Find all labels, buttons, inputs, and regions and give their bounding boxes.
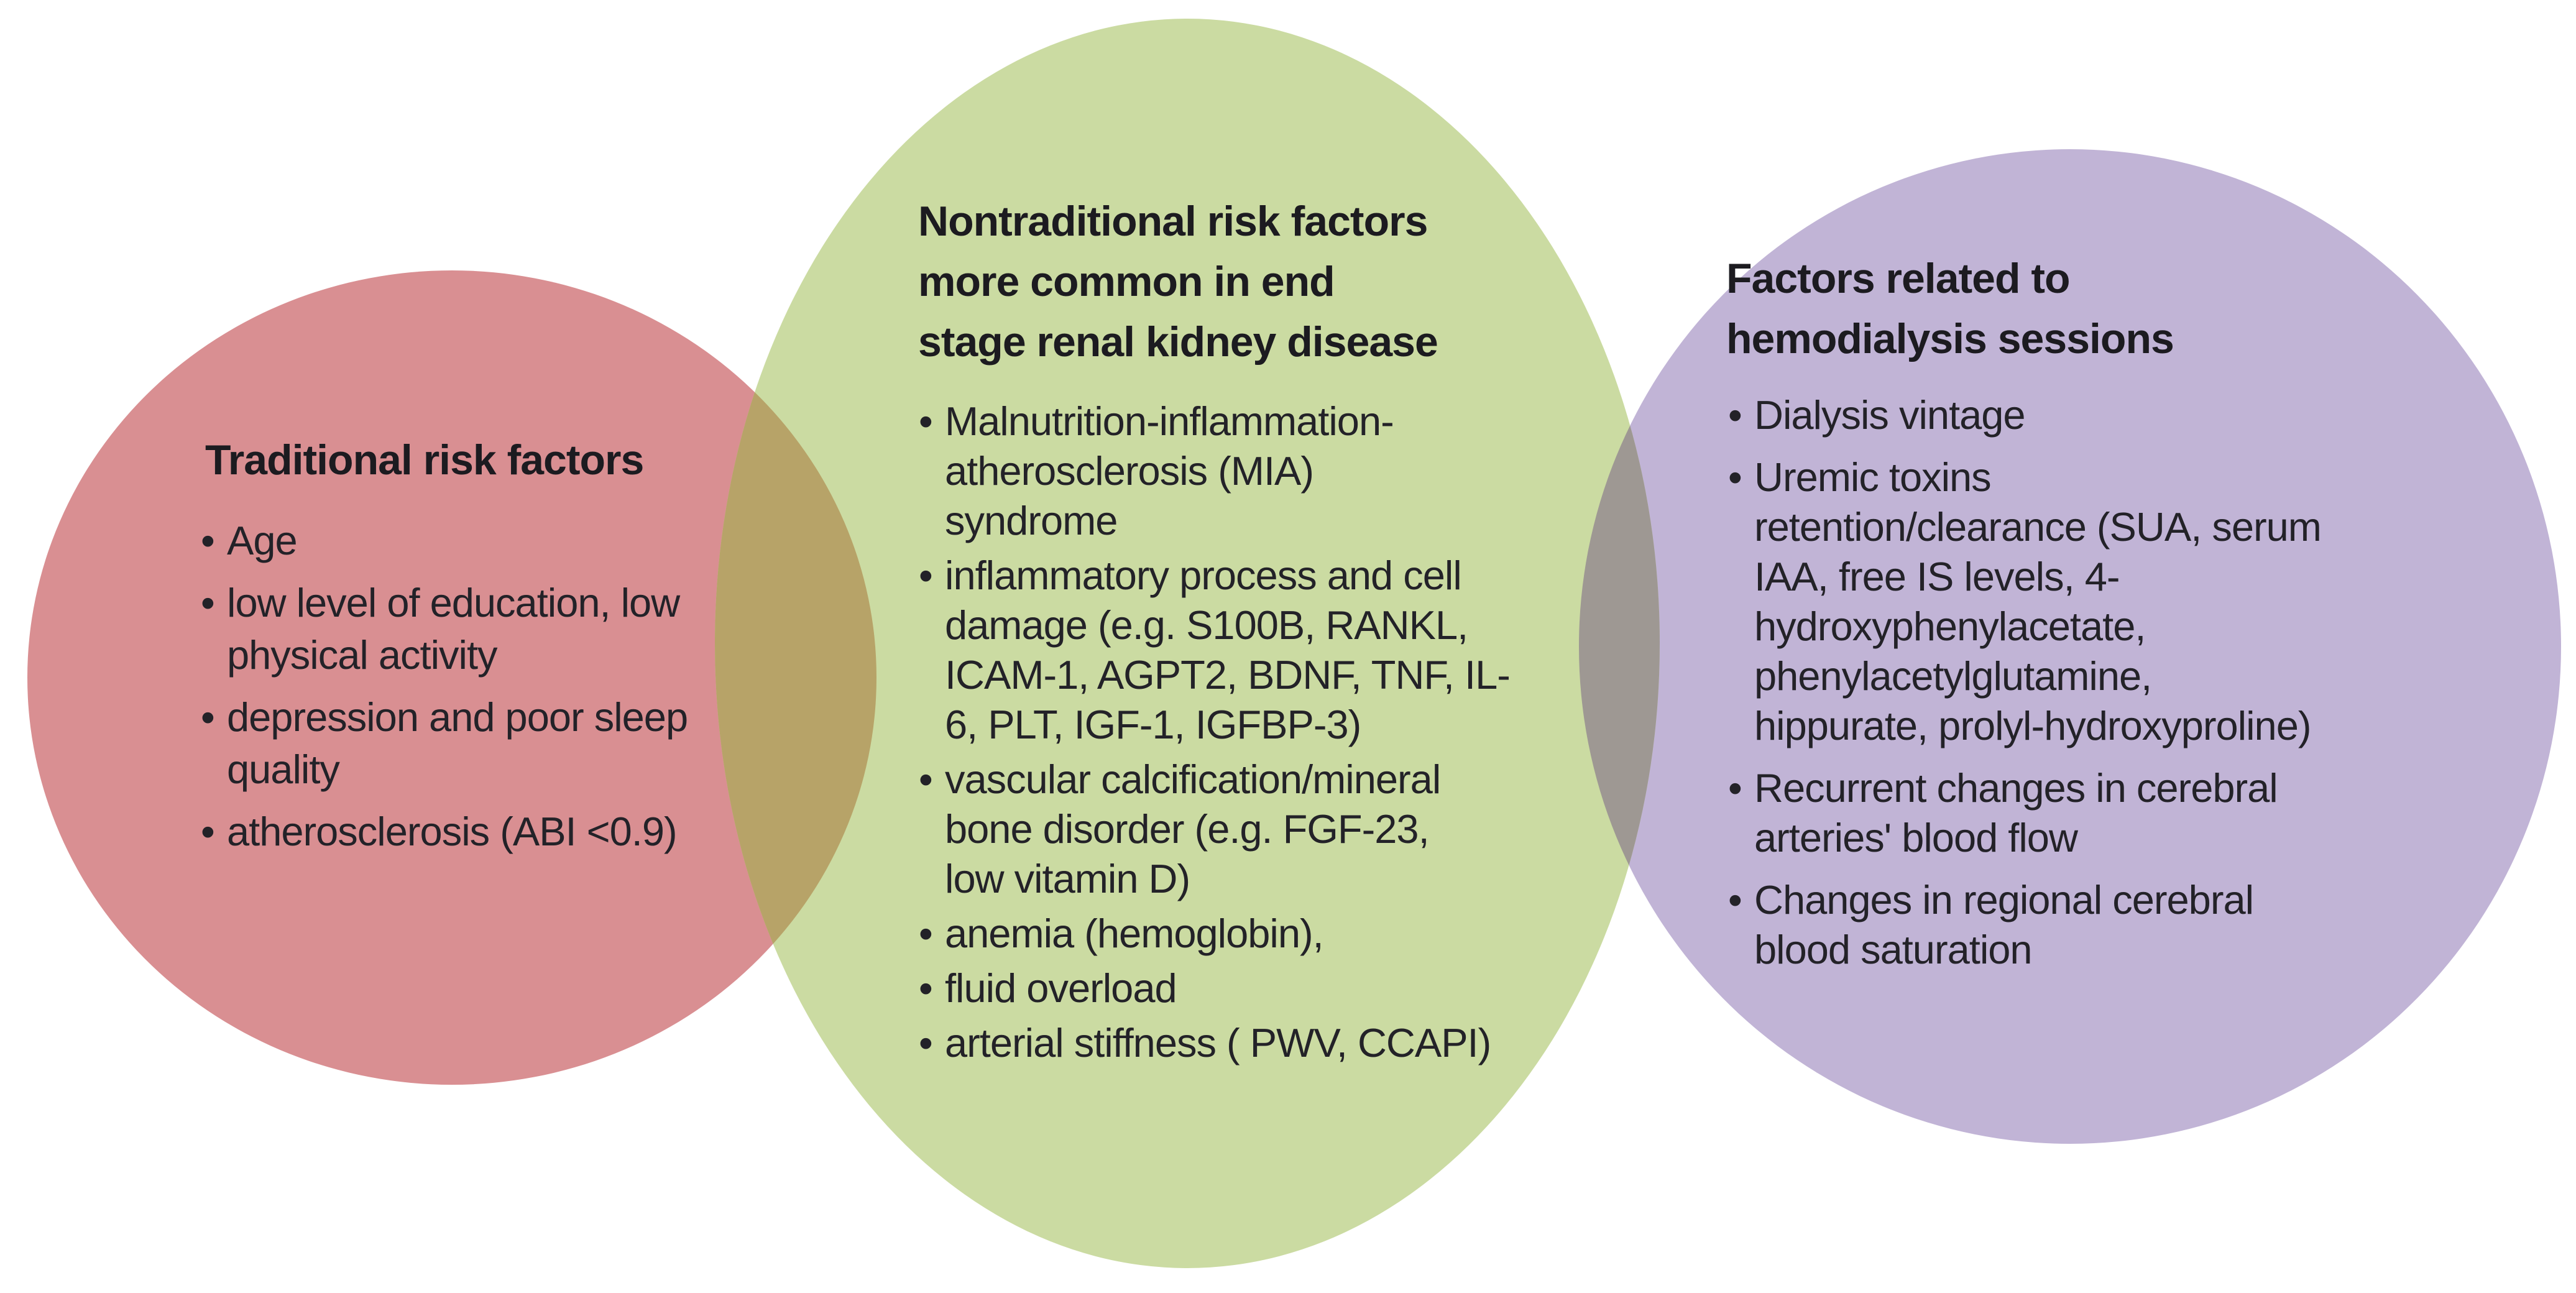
list-item-text: Malnutrition-inflammation- atheroscleros… [945, 398, 1394, 543]
traditional-list-item: • Age [201, 515, 829, 567]
traditional-list-item: • depression and poor sleep quality [201, 691, 829, 796]
list-item-text: Uremic toxins retention/clearance (SUA, … [1754, 454, 2322, 748]
hemodialysis-list-item: • Recurrent changes in cerebral arteries'… [1728, 763, 2493, 863]
nontraditional-list-item: • vascular calcification/mineral bone dis… [919, 755, 1615, 904]
list-item-text: anemia (hemoglobin), [945, 911, 1324, 956]
list-item-text: Age [227, 518, 298, 563]
list-item-text: Changes in regional cerebral blood satur… [1754, 877, 2254, 972]
nontraditional-list-item: • inflammatory process and cell damage (e… [919, 551, 1615, 750]
traditional-list-item: • low level of education, low physical ac… [201, 577, 829, 681]
bullet-icon: • [1728, 877, 1742, 923]
nontraditional-circle-list: • Malnutrition-inflammation- atherosclero… [919, 397, 1615, 1073]
bullet-icon: • [919, 965, 933, 1011]
bullet-icon: • [919, 757, 933, 802]
nontraditional-list-item: • arterial stiffness ( PWV, CCAPI) [919, 1018, 1615, 1068]
list-item-text: vascular calcification/mineral bone diso… [945, 757, 1441, 901]
list-item-text: inflammatory process and cell damage (e.… [945, 553, 1511, 747]
list-item-text: low level of education, low physical act… [227, 580, 680, 678]
list-item-text: arterial stiffness ( PWV, CCAPI) [945, 1020, 1491, 1065]
bullet-icon: • [1728, 392, 1742, 438]
list-item-text: fluid overload [945, 965, 1177, 1011]
nontraditional-list-item: • anemia (hemoglobin), [919, 909, 1615, 959]
bullet-icon: • [919, 553, 933, 598]
hemodialysis-circle-list: • Dialysis vintage • Uremic toxins retentio… [1728, 390, 2493, 987]
hemodialysis-list-item: • Uremic toxins retention/clearance (SUA,… [1728, 453, 2493, 751]
nontraditional-circle [715, 19, 1660, 1268]
hemodialysis-list-item: • Changes in regional cerebral blood satu… [1728, 875, 2493, 975]
list-item-text: Recurrent changes in cerebral arteries' … [1754, 765, 2278, 860]
bullet-icon: • [1728, 454, 1742, 500]
hemodialysis-circle [1579, 149, 2561, 1144]
hemodialysis-list-item: • Dialysis vintage [1728, 390, 2493, 440]
list-item-text: atherosclerosis (ABI <0.9) [227, 809, 678, 854]
traditional-circle [27, 270, 876, 1085]
hemodialysis-circle-title: Factors related to hemodialysis sessions [1726, 255, 2174, 362]
nontraditional-circle-title: Nontraditional risk factors more common … [918, 198, 1438, 366]
traditional-circle-list: • Age • low level of education, low physica… [201, 515, 829, 868]
bullet-icon: • [201, 809, 215, 854]
list-item-text: depression and poor sleep quality [227, 694, 688, 792]
nontraditional-list-item: • Malnutrition-inflammation- atherosclero… [919, 397, 1615, 546]
list-item-text: Dialysis vintage [1754, 392, 2026, 438]
bullet-icon: • [1728, 765, 1742, 811]
traditional-list-item: • atherosclerosis (ABI <0.9) [201, 806, 829, 858]
bullet-icon: • [919, 398, 933, 444]
traditional-circle-title: Traditional risk factors [205, 436, 644, 484]
bullet-icon: • [919, 1020, 933, 1065]
bullet-icon: • [201, 694, 215, 740]
bullet-icon: • [201, 580, 215, 625]
nontraditional-list-item: • fluid overload [919, 964, 1615, 1013]
bullet-icon: • [919, 911, 933, 956]
bullet-icon: • [201, 518, 215, 563]
